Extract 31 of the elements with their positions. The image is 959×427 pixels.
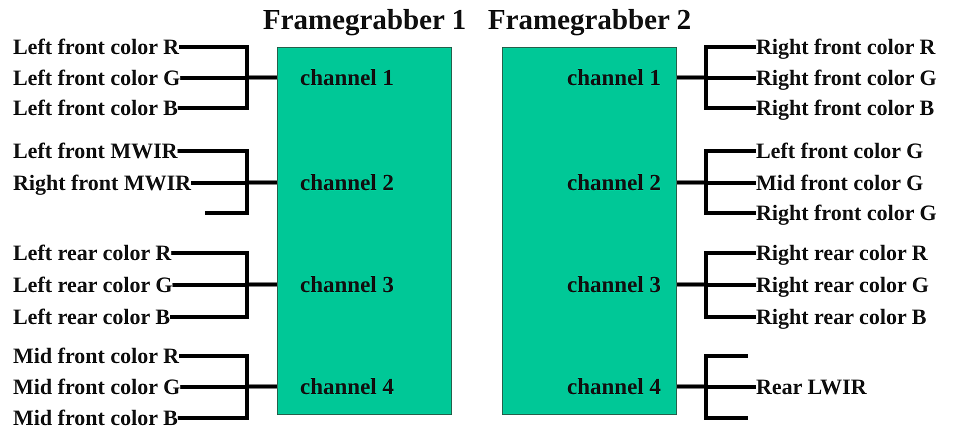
channel-label: channel 3 [503,270,675,300]
channel-label: channel 2 [278,168,450,198]
channel-label: channel 4 [278,372,450,402]
signal-label: Mid front color G [756,169,924,197]
box-heading: Framegrabber 2 [486,3,692,37]
signal-label: Right front color G [756,199,937,227]
signal-label: Rear LWIR [756,373,867,401]
signal-label: Left rear color B [13,303,170,331]
box-heading: Framegrabber 1 [262,3,468,37]
signal-label: Left rear color R [13,239,172,267]
signal-label: Right rear color G [756,271,929,299]
signal-label: Right front MWIR [13,169,192,197]
signal-label: Left front color G [756,137,924,165]
signal-label: Left rear color G [13,271,172,299]
signal-label: Right rear color R [756,239,928,267]
channel-label: channel 2 [503,168,675,198]
signal-label: Right front color R [756,33,936,61]
signal-label: Left front MWIR [13,137,178,165]
signal-label: Right rear color B [756,303,926,331]
signal-label: Right front color G [756,64,937,92]
signal-label: Left front color R [13,33,179,61]
signal-label: Mid front color B [13,404,178,427]
channel-label: channel 1 [278,62,450,92]
signal-label: Mid front color G [13,373,180,401]
channel-label: channel 1 [503,62,675,92]
signal-label: Right front color B [756,94,934,122]
signal-label: Left front color G [13,64,180,92]
signal-label: Mid front color R [13,342,179,370]
channel-label: channel 4 [503,372,675,402]
signal-label: Left front color B [13,94,178,122]
channel-label: channel 3 [278,270,450,300]
